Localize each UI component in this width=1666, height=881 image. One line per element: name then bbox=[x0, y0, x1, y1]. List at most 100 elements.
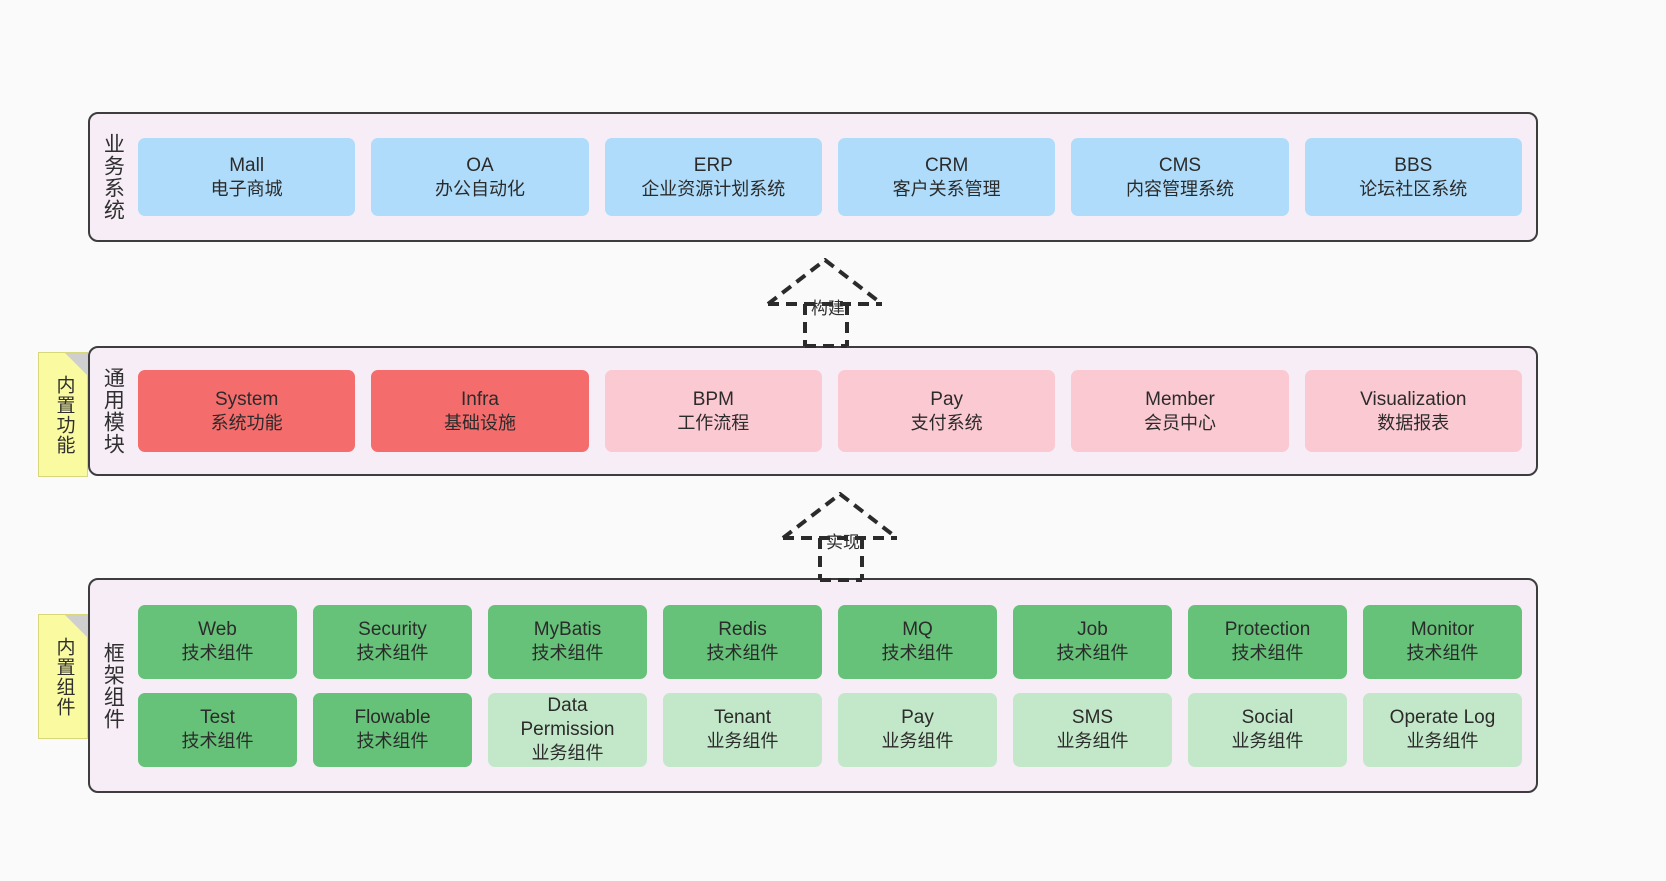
card-security[interactable]: Security 技术组件 bbox=[313, 604, 472, 679]
tag-label: 内置功能 bbox=[53, 374, 75, 455]
layer-common-module: 通用模块 System 系统功能 Infra 基础设施 BPM 工作流程 Pay… bbox=[88, 346, 1538, 476]
card-redis[interactable]: Redis 技术组件 bbox=[663, 604, 822, 679]
card-bpm[interactable]: BPM 工作流程 bbox=[604, 370, 822, 452]
card-subtitle: 业务组件 bbox=[531, 743, 604, 764]
card-title: BPM bbox=[692, 388, 734, 410]
card-subtitle: 电子商城 bbox=[210, 178, 283, 199]
card-subtitle: 业务组件 bbox=[881, 731, 954, 752]
card-subtitle: 企业资源计划系统 bbox=[641, 178, 786, 199]
card-cms[interactable]: CMS 内容管理系统 bbox=[1071, 138, 1289, 216]
card-subtitle: 支付系统 bbox=[910, 412, 983, 433]
connector-label-build: 构建 bbox=[811, 299, 845, 318]
card-subtitle: 业务组件 bbox=[706, 731, 779, 752]
card-title: Mall bbox=[229, 154, 265, 176]
card-subtitle: 技术组件 bbox=[1231, 643, 1304, 664]
card-title: Tenant bbox=[713, 707, 772, 729]
card-title: Job bbox=[1077, 619, 1108, 641]
card-subtitle: 技术组件 bbox=[181, 731, 254, 752]
card-title: Flowable bbox=[354, 707, 431, 729]
card-title: Infra bbox=[460, 388, 499, 410]
card-title: Redis bbox=[718, 619, 767, 641]
card-pay-component[interactable]: Pay 业务组件 bbox=[838, 692, 997, 767]
card-subtitle: 会员中心 bbox=[1143, 412, 1216, 433]
card-mq[interactable]: MQ 技术组件 bbox=[838, 604, 997, 679]
card-test[interactable]: Test 技术组件 bbox=[138, 692, 297, 767]
card-row-business: Test 技术组件 Flowable 技术组件 Data Permission … bbox=[138, 692, 1522, 767]
card-title: CMS bbox=[1158, 154, 1202, 176]
card-title: Operate Log bbox=[1389, 707, 1496, 729]
card-subtitle: 技术组件 bbox=[356, 643, 429, 664]
card-mybatis[interactable]: MyBatis 技术组件 bbox=[488, 604, 647, 679]
card-subtitle: 技术组件 bbox=[181, 643, 254, 664]
card-title: Test bbox=[200, 707, 235, 729]
card-title: Pay bbox=[930, 388, 964, 410]
card-row-technical: Web 技术组件 Security 技术组件 MyBatis 技术组件 Redi… bbox=[138, 604, 1522, 679]
card-subtitle: 业务组件 bbox=[1056, 731, 1129, 752]
card-subtitle: 技术组件 bbox=[706, 643, 779, 664]
layer-title-framework-component: 框架组件 bbox=[101, 641, 125, 730]
card-title: OA bbox=[466, 154, 494, 176]
card-title: SMS bbox=[1071, 707, 1114, 729]
card-subtitle: 技术组件 bbox=[531, 643, 604, 664]
card-subtitle: 技术组件 bbox=[1056, 643, 1129, 664]
card-title: Member bbox=[1145, 388, 1215, 410]
card-title: System bbox=[214, 388, 279, 410]
card-title: Monitor bbox=[1410, 619, 1475, 641]
layer-title-business-system: 业务系统 bbox=[101, 133, 125, 221]
card-title: Web bbox=[198, 619, 237, 641]
card-sms[interactable]: SMS 业务组件 bbox=[1013, 692, 1172, 767]
card-monitor[interactable]: Monitor 技术组件 bbox=[1363, 604, 1522, 679]
card-title: Pay bbox=[901, 707, 934, 729]
card-social[interactable]: Social 业务组件 bbox=[1188, 692, 1347, 767]
card-subtitle: 技术组件 bbox=[356, 731, 429, 752]
card-subtitle: 业务组件 bbox=[1231, 731, 1304, 752]
card-subtitle: 技术组件 bbox=[1406, 643, 1479, 664]
card-bbs[interactable]: BBS 论坛社区系统 bbox=[1304, 138, 1522, 216]
card-protection[interactable]: Protection 技术组件 bbox=[1188, 604, 1347, 679]
card-subtitle: 论坛社区系统 bbox=[1359, 178, 1468, 199]
card-title: MyBatis bbox=[533, 619, 602, 641]
layer-body-common-module: System 系统功能 Infra 基础设施 BPM 工作流程 Pay 支付系统… bbox=[134, 348, 1536, 474]
card-row: Mall 电子商城 OA 办公自动化 ERP 企业资源计划系统 CRM 客户关系… bbox=[138, 138, 1522, 216]
implement-arrow-icon bbox=[781, 491, 899, 582]
card-visualization[interactable]: Visualization 数据报表 bbox=[1304, 370, 1522, 452]
tag-builtin-component: 内置组件 bbox=[38, 614, 88, 739]
layer-body-business-system: Mall 电子商城 OA 办公自动化 ERP 企业资源计划系统 CRM 客户关系… bbox=[134, 114, 1536, 240]
card-oa[interactable]: OA 办公自动化 bbox=[371, 138, 589, 216]
card-subtitle: 数据报表 bbox=[1377, 412, 1450, 433]
card-subtitle: 工作流程 bbox=[677, 412, 750, 433]
card-job[interactable]: Job 技术组件 bbox=[1013, 604, 1172, 679]
connector-implement: 实现 bbox=[770, 491, 950, 582]
card-operate-log[interactable]: Operate Log 业务组件 bbox=[1363, 692, 1522, 767]
fold-corner-icon bbox=[65, 615, 87, 637]
layer-title-common-module: 通用模块 bbox=[101, 367, 125, 455]
card-infra[interactable]: Infra 基础设施 bbox=[371, 370, 589, 452]
card-subtitle: 系统功能 bbox=[210, 412, 283, 433]
card-system[interactable]: System 系统功能 bbox=[138, 370, 356, 452]
card-crm[interactable]: CRM 客户关系管理 bbox=[837, 138, 1056, 216]
card-title: Social bbox=[1241, 707, 1294, 729]
card-title: Data Permission bbox=[520, 695, 615, 741]
card-subtitle: 客户关系管理 bbox=[892, 178, 1001, 199]
card-mall[interactable]: Mall 电子商城 bbox=[138, 138, 356, 216]
card-subtitle: 业务组件 bbox=[1406, 731, 1479, 752]
card-row: System 系统功能 Infra 基础设施 BPM 工作流程 Pay 支付系统… bbox=[138, 370, 1522, 452]
connector-build: 构建 bbox=[755, 257, 935, 348]
card-pay-module[interactable]: Pay 支付系统 bbox=[837, 370, 1056, 452]
card-tenant[interactable]: Tenant 业务组件 bbox=[663, 692, 822, 767]
card-web[interactable]: Web 技术组件 bbox=[138, 604, 297, 679]
card-erp[interactable]: ERP 企业资源计划系统 bbox=[604, 138, 822, 216]
fold-corner-icon bbox=[65, 353, 87, 375]
card-subtitle: 办公自动化 bbox=[434, 178, 525, 199]
card-flowable[interactable]: Flowable 技术组件 bbox=[313, 692, 472, 767]
card-data-permission[interactable]: Data Permission 业务组件 bbox=[488, 692, 647, 767]
build-arrow-icon bbox=[766, 257, 884, 348]
tag-builtin-function: 内置功能 bbox=[38, 352, 88, 477]
card-title: Visualization bbox=[1360, 388, 1467, 410]
card-title: Protection bbox=[1224, 619, 1311, 641]
layer-body-framework-component: Web 技术组件 Security 技术组件 MyBatis 技术组件 Redi… bbox=[134, 580, 1536, 791]
layer-business-system: 业务系统 Mall 电子商城 OA 办公自动化 ERP 企业资源计划系统 CRM… bbox=[88, 112, 1538, 242]
card-title: MQ bbox=[902, 619, 933, 641]
card-member[interactable]: Member 会员中心 bbox=[1071, 370, 1289, 452]
